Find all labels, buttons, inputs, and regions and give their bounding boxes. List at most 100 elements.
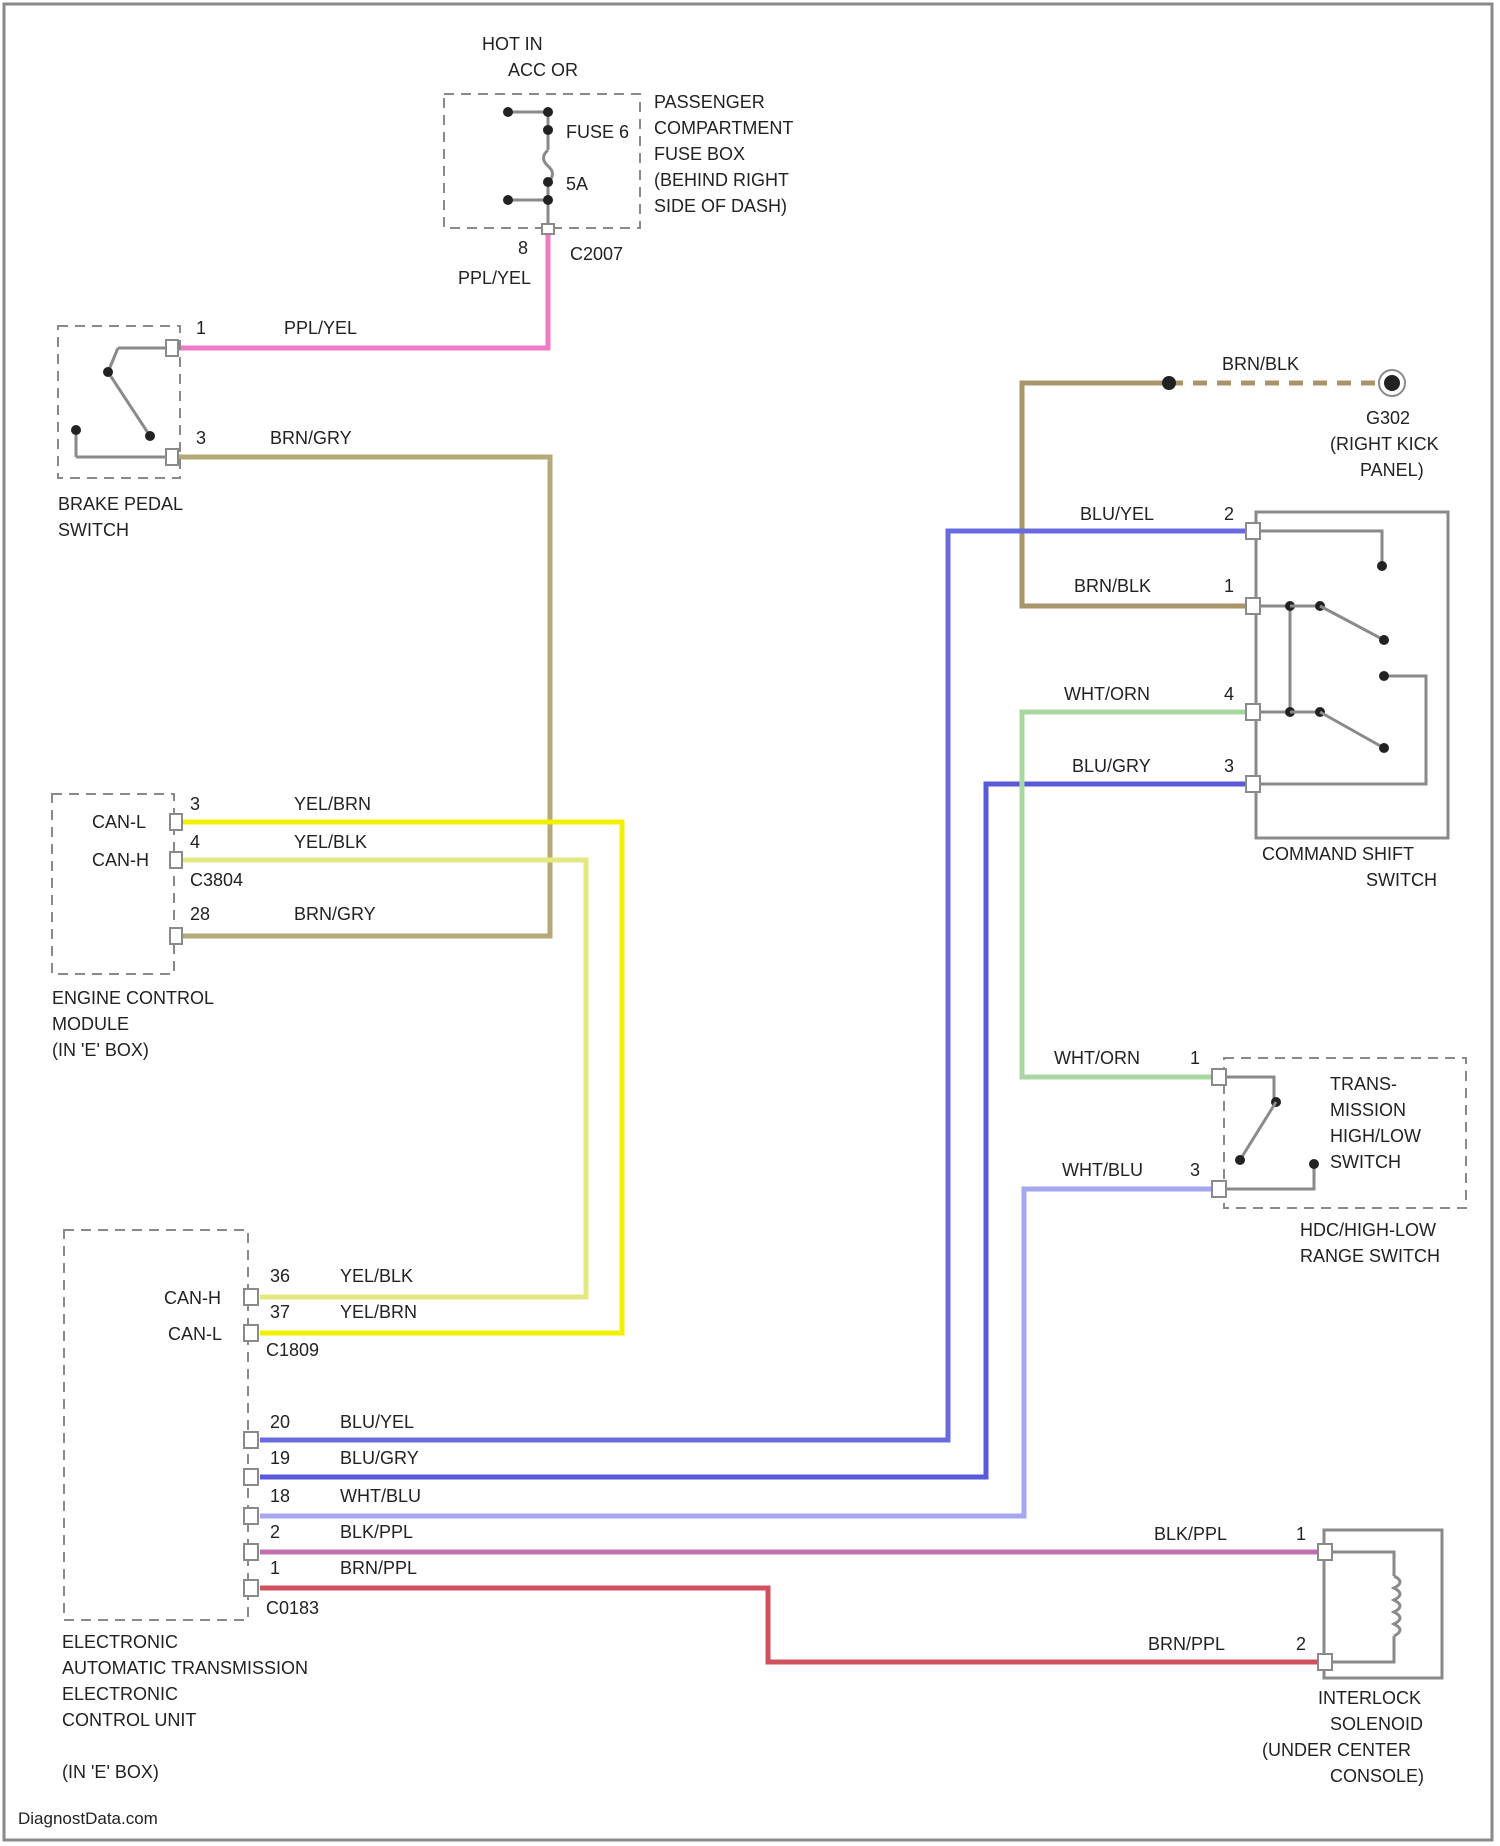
command-shift-pin2-lead xyxy=(1260,531,1382,566)
brake-pin-top-number: 1 xyxy=(196,318,206,338)
solenoid-coil-lead-bottom xyxy=(1332,1636,1394,1662)
ecm-label-1: ENGINE CONTROL xyxy=(52,988,214,1008)
ground-splice-dot xyxy=(1162,376,1176,390)
tcm-wire-5-label: WHT/BLU xyxy=(340,1486,421,1506)
tcm-wire-6-label: BLK/PPL xyxy=(340,1522,413,1542)
solenoid-pin-1 xyxy=(1318,1544,1332,1560)
solenoid-wire-2-label: BRN/PPL xyxy=(1148,1634,1225,1654)
tcm-pin-6-number: 2 xyxy=(270,1522,280,1542)
ground-wire-label: BRN/BLK xyxy=(1222,354,1299,374)
tcm-label-3: ELECTRONIC xyxy=(62,1684,178,1704)
tcm-label-4: CONTROL UNIT xyxy=(62,1710,196,1730)
hot-in-label: HOT IN xyxy=(482,34,543,54)
tcm-pin-3-number: 20 xyxy=(270,1412,290,1432)
tcm-pin-1 xyxy=(244,1580,258,1596)
ecm-wire-1-label: YEL/BRN xyxy=(294,794,371,814)
tcm-label-5: (IN 'E' BOX) xyxy=(62,1762,159,1782)
tcm-wire-2-label: YEL/BRN xyxy=(340,1302,417,1322)
tcm-connector-1-label: C1809 xyxy=(266,1340,319,1360)
brake-wire-top-label: PPL/YEL xyxy=(284,318,357,338)
ecm-pin-28 xyxy=(170,928,182,944)
ecm-connector-label: C3804 xyxy=(190,870,243,890)
range-inner-label-2: MISSION xyxy=(1330,1100,1406,1120)
command-shift-pin-2 xyxy=(1246,523,1260,539)
fuse-dot-4 xyxy=(543,195,553,205)
brake-switch-blade xyxy=(108,372,150,436)
solenoid-label-1: INTERLOCK xyxy=(1318,1688,1421,1708)
range-switch-bottom-contact xyxy=(1309,1159,1319,1169)
tcm-pin-2 xyxy=(244,1544,258,1560)
wire-yel-blk-can-h xyxy=(182,860,586,1297)
ground-terminal-dot xyxy=(1384,375,1400,391)
ground-g302: BRN/BLK G302 (RIGHT KICK PANEL) xyxy=(1162,354,1439,480)
brake-switch-bottom-dot xyxy=(71,425,81,435)
ecm-pin-2-number: 4 xyxy=(190,832,200,852)
solenoid-pin-1-number: 1 xyxy=(1296,1524,1306,1544)
ecm-can-l-label: CAN-L xyxy=(92,812,146,832)
range-switch-bottom-lead xyxy=(1226,1164,1314,1189)
command-shift-lower-blade xyxy=(1320,712,1384,748)
command-shift-upper-contact xyxy=(1379,635,1389,645)
command-shift-contact-a xyxy=(1377,561,1387,571)
range-switch-top-lead xyxy=(1226,1077,1274,1102)
ecm-pin-1-number: 3 xyxy=(190,794,200,814)
fuse-box-label-4: (BEHIND RIGHT xyxy=(654,170,789,190)
hot-in-acc-label: ACC OR xyxy=(508,60,578,80)
range-switch-pin-1 xyxy=(1212,1069,1226,1085)
diagram-frame xyxy=(4,4,1492,1840)
command-shift-lower-contact xyxy=(1379,743,1389,753)
brake-switch-pin-1 xyxy=(166,340,178,356)
range-switch: WHT/ORN 1 WHT/BLU 3 TRANS- MISSION HIGH/… xyxy=(1054,1048,1466,1266)
tcm-pin-37 xyxy=(244,1325,258,1341)
tcm-pin-5-number: 18 xyxy=(270,1486,290,1506)
solenoid-label-3: (UNDER CENTER xyxy=(1262,1740,1411,1760)
fuse-output-pin xyxy=(542,224,554,234)
command-shift-pin-1-number: 2 xyxy=(1224,504,1234,524)
solenoid-pin-2 xyxy=(1318,1654,1332,1670)
ground-label-1: G302 xyxy=(1366,408,1410,428)
range-pin-1-number: 1 xyxy=(1190,1048,1200,1068)
tcm-label-1: ELECTRONIC xyxy=(62,1632,178,1652)
solenoid-coil xyxy=(1394,1576,1400,1636)
ecm-label-3: (IN 'E' BOX) xyxy=(52,1040,149,1060)
solenoid-coil-lead-top xyxy=(1332,1552,1394,1576)
fuse-pin-number: 8 xyxy=(518,238,528,258)
range-inner-label-4: SWITCH xyxy=(1330,1152,1401,1172)
range-inner-label-3: HIGH/LOW xyxy=(1330,1126,1421,1146)
command-shift-common xyxy=(1260,606,1290,712)
fuse-dot-3 xyxy=(543,177,553,187)
command-shift-wire-1-label: BLU/YEL xyxy=(1080,504,1154,524)
range-switch-blade xyxy=(1240,1102,1276,1160)
tcm-pin-1-number: 36 xyxy=(270,1266,290,1286)
solenoid-pin-2-number: 2 xyxy=(1296,1634,1306,1654)
tcm-wire-4-label: BLU/GRY xyxy=(340,1448,419,1468)
solenoid-label-2: SOLENOID xyxy=(1330,1714,1423,1734)
command-shift-label-1: COMMAND SHIFT xyxy=(1262,844,1414,864)
command-shift-pin-4-number: 3 xyxy=(1224,756,1234,776)
tcm-pin-4-number: 19 xyxy=(270,1448,290,1468)
wire-ppl-yel xyxy=(178,232,548,348)
tcm-pin-18 xyxy=(244,1508,258,1524)
brake-wire-bottom-label: BRN/GRY xyxy=(270,428,352,448)
fuse-number-label: FUSE 6 xyxy=(566,122,629,142)
fuse-amp-label: 5A xyxy=(566,174,588,194)
tcm-label-2: AUTOMATIC TRANSMISSION xyxy=(62,1658,308,1678)
command-shift-wire-3-label: WHT/ORN xyxy=(1064,684,1150,704)
command-shift-return xyxy=(1260,676,1426,784)
range-inner-label-1: TRANS- xyxy=(1330,1074,1397,1094)
wire-blu-gry xyxy=(260,784,1246,1477)
tcm-can-l-label: CAN-L xyxy=(168,1324,222,1344)
fuse-dot-2 xyxy=(543,125,553,135)
brake-switch-pivot xyxy=(103,367,113,377)
tcm-pin-36 xyxy=(244,1289,258,1305)
wire-brn-gry-brake xyxy=(178,457,550,936)
command-shift-pin-3-number: 4 xyxy=(1224,684,1234,704)
ecm-pin-3-number: 28 xyxy=(190,904,210,924)
fuse-wire-label: PPL/YEL xyxy=(458,268,531,288)
ground-label-2: (RIGHT KICK xyxy=(1330,434,1439,454)
engine-control-module: CAN-L CAN-H 3 YEL/BRN 4 YEL/BLK C3804 28… xyxy=(52,794,376,1060)
command-shift-pin-3 xyxy=(1246,776,1260,792)
fuse-connector-label: C2007 xyxy=(570,244,623,264)
brake-switch-label-1: BRAKE PEDAL xyxy=(58,494,183,514)
transmission-control-unit: CAN-H CAN-L 36 YEL/BLK 37 YEL/BRN C1809 … xyxy=(62,1230,421,1782)
